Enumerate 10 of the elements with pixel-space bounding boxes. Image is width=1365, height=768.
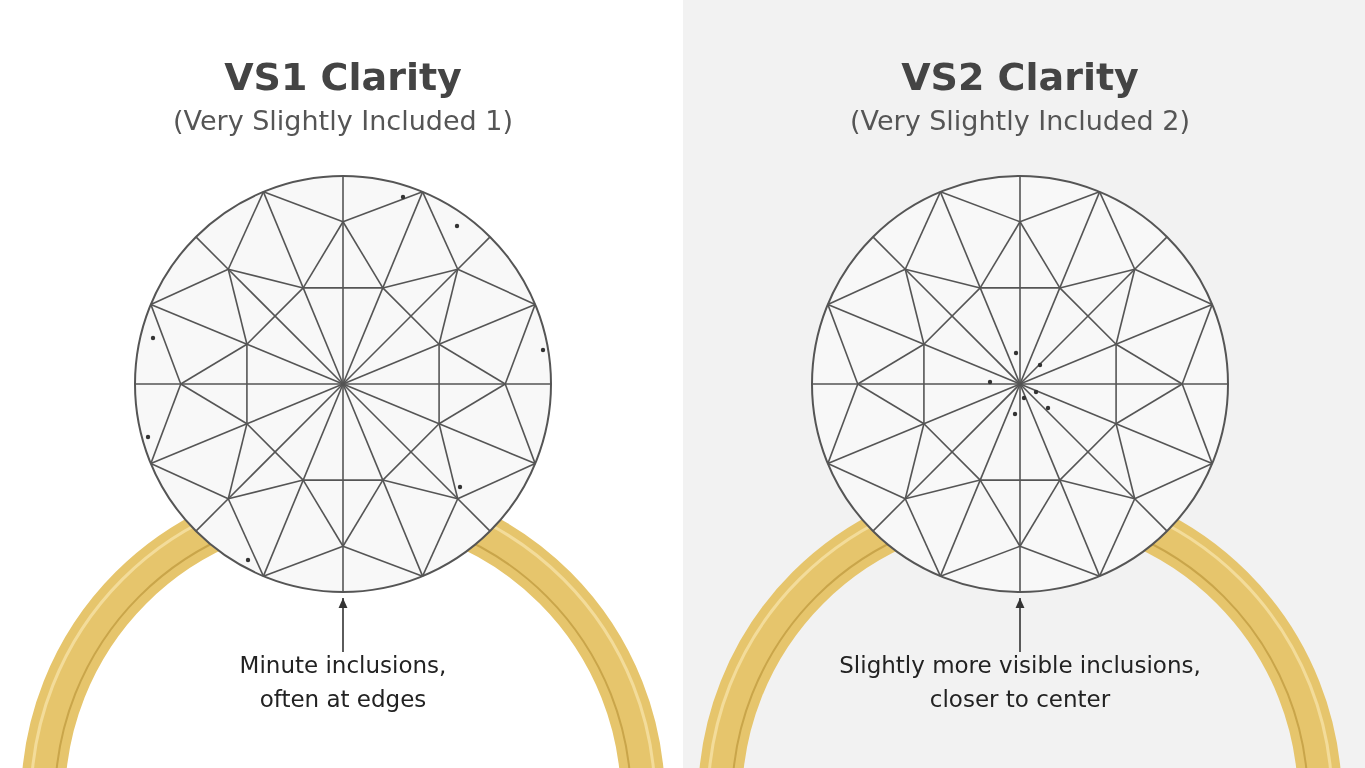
arrow <box>338 597 348 653</box>
panel-title: VS1 Clarity <box>224 55 462 99</box>
panel-title: VS2 Clarity <box>901 55 1139 99</box>
caption-text: Slightly more visible inclusions, closer to center <box>839 652 1201 712</box>
panel-subtitle: (Very Slightly Included 1) <box>173 105 513 136</box>
panel-subtitle: (Very Slightly Included 2) <box>850 105 1190 136</box>
arrow <box>1015 597 1025 653</box>
caption-text: Minute inclusions, often at edges <box>239 652 447 712</box>
diamond-drawing <box>134 175 552 593</box>
diamond-drawing <box>811 175 1229 593</box>
